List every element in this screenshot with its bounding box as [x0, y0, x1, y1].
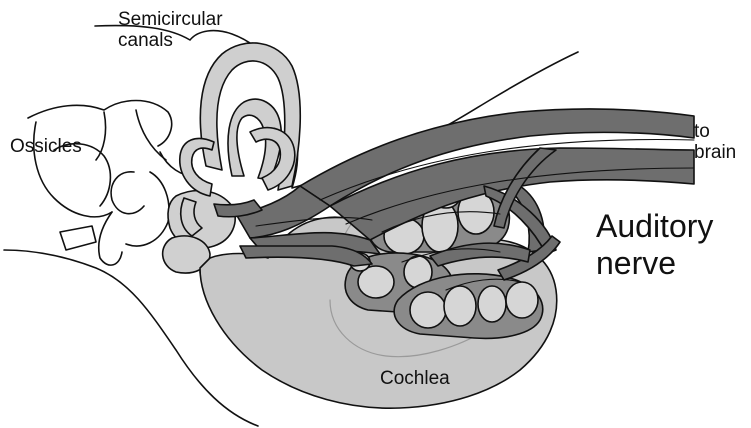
cochlea-label: Cochlea: [380, 369, 450, 390]
semicircular-canals-label: Semicircular canals: [118, 10, 223, 51]
to-brain-label: to brain: [694, 122, 736, 163]
auditory-nerve-label: Auditory nerve: [596, 208, 713, 282]
auditory-nerve-label-line2: nerve: [596, 245, 713, 282]
auditory-nerve-label-line1: Auditory: [596, 208, 713, 245]
to-brain-label-line2: brain: [694, 143, 736, 164]
to-brain-label-line1: to: [694, 122, 736, 143]
semicircular-label-line1: Semicircular: [118, 10, 223, 31]
ossicles-label: Ossicles: [10, 137, 82, 158]
semicircular-label-line2: canals: [118, 31, 223, 52]
